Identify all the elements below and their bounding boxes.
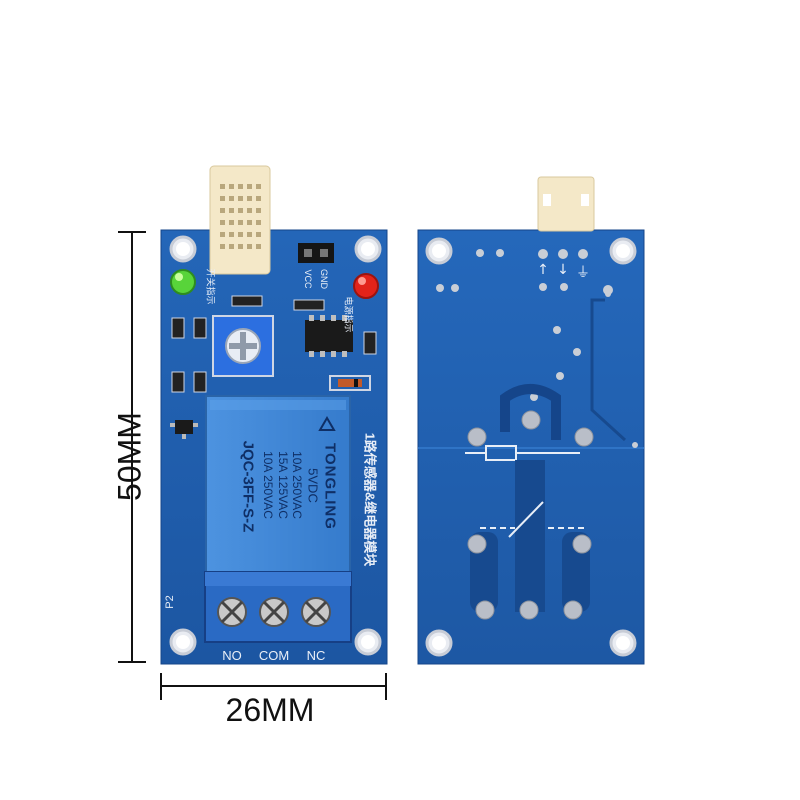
potentiometer (212, 315, 274, 377)
width-dimension-label: 26MM (225, 692, 315, 728)
sensor-back (537, 176, 595, 232)
comparator-chip (305, 315, 353, 357)
red-led (353, 273, 379, 299)
back-pin-symbol-1: ↑ (537, 262, 549, 278)
terminal-label-com: COM (258, 648, 290, 663)
humidity-sensor (209, 165, 271, 275)
terminal-label-nc: NC (306, 648, 326, 663)
relay (205, 395, 351, 579)
terminal-label-no: NO (222, 648, 242, 663)
diode (329, 375, 371, 391)
pin-header (298, 243, 334, 263)
back-pin-symbol-3: ⏚ (576, 265, 590, 281)
mounting-holes (169, 235, 382, 656)
green-led (170, 269, 196, 295)
back-pin-symbol-2: ↓ (557, 262, 569, 278)
transistor (170, 420, 198, 439)
terminal-block (204, 571, 352, 643)
